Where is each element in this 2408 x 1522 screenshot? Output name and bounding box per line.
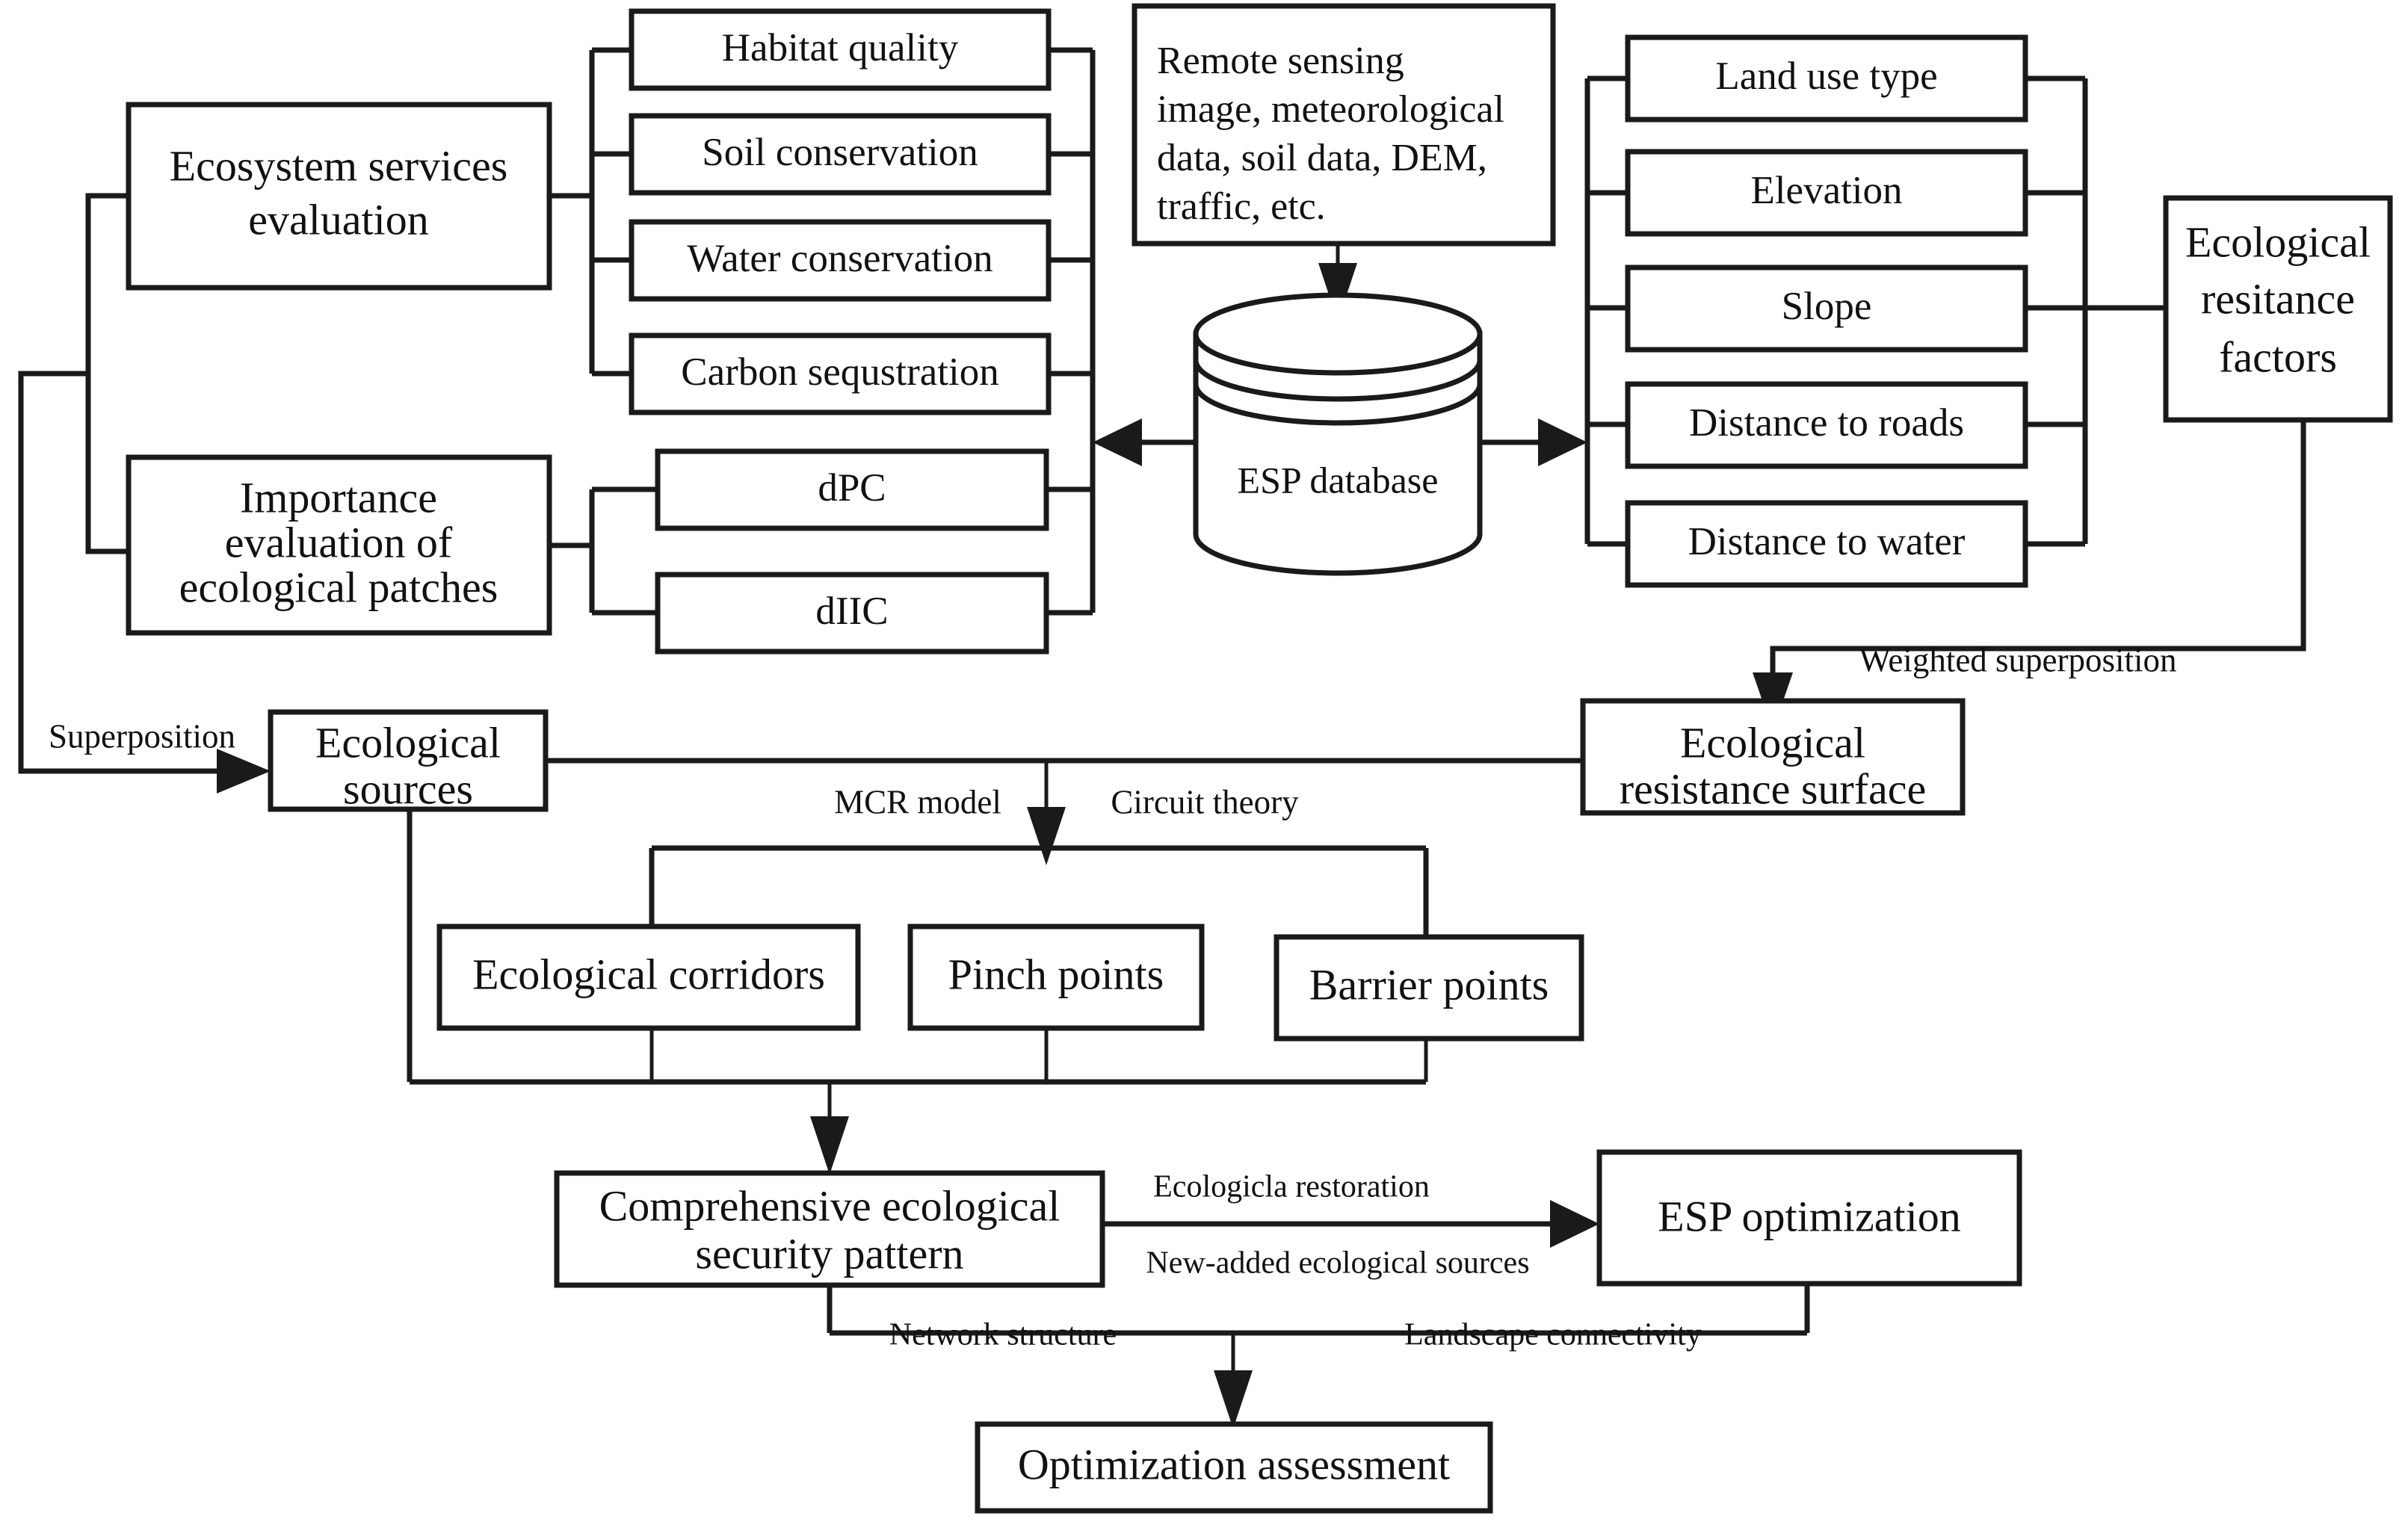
node-esp-database[interactable]: ESP database <box>1193 292 1483 576</box>
node-label-ers-line2: resistance surface <box>1620 764 1927 813</box>
node-remote-sensing-data[interactable]: Remote sensing image, meteorological dat… <box>1132 3 1556 247</box>
node-dpc[interactable]: dPC <box>655 448 1049 531</box>
node-label-pinch-points: Pinch points <box>948 950 1164 998</box>
connector-corridor-legs <box>407 771 1428 1175</box>
connector-sources-resistance-spine <box>546 758 1583 865</box>
node-label-esp-database: ESP database <box>1238 459 1439 501</box>
node-land-use-type[interactable]: Land use type <box>1625 34 2028 123</box>
node-label-ese-line2: evaluation <box>248 195 429 244</box>
node-label-ipe-line2: evaluation of <box>225 518 453 566</box>
node-label-habitat-quality: Habitat quality <box>722 26 959 69</box>
connector-esp-restoration <box>1102 1200 1599 1248</box>
node-label-cesp-line2: security pattern <box>695 1229 963 1278</box>
node-label-barrier-points: Barrier points <box>1309 960 1549 1009</box>
node-label-erf-line1: Ecological <box>2185 217 2371 266</box>
edge-label-superposition: Superposition <box>49 717 235 755</box>
node-ecological-corridors[interactable]: Ecological corridors <box>436 924 861 1031</box>
node-importance-evaluation[interactable]: Importance evaluation of ecological patc… <box>126 454 552 636</box>
node-label-dpc: dPC <box>818 466 886 510</box>
node-label-optimization-assessment: Optimization assessment <box>1018 1440 1450 1488</box>
node-label-cesp-line1: Comprehensive ecological <box>599 1181 1061 1230</box>
connector-corridor-bus <box>649 845 1429 938</box>
node-label-ers-line1: Ecological <box>1680 718 1865 767</box>
node-ecological-sources[interactable]: Ecological sources <box>268 709 549 813</box>
edge-label-landscape-connectivity: Landscape connectivity <box>1404 1318 1702 1352</box>
node-pinch-points[interactable]: Pinch points <box>907 924 1205 1031</box>
edge-label-ecologicla-restoration: Ecologicla restoration <box>1153 1170 1430 1204</box>
node-label-remote-line4: traffic, etc. <box>1157 185 1326 228</box>
node-habitat-quality[interactable]: Habitat quality <box>629 8 1052 91</box>
node-label-es-line2: sources <box>343 764 473 813</box>
connector-left-bus <box>1046 47 1096 616</box>
node-label-erf-line3: factors <box>2219 332 2337 381</box>
connector-db-to-right <box>1480 418 1587 466</box>
node-distance-to-water[interactable]: Distance to water <box>1625 500 2028 588</box>
node-label-remote-line2: image, meteorological <box>1157 88 1504 131</box>
node-distance-to-roads[interactable]: Distance to roads <box>1625 381 2028 469</box>
connector-ese-branch <box>549 47 632 377</box>
node-label-distance-to-water: Distance to water <box>1688 520 1966 563</box>
node-ecological-resistance-surface[interactable]: Ecological resistance surface <box>1580 698 1966 816</box>
node-soil-conservation[interactable]: Soil conservation <box>629 113 1052 196</box>
node-label-elevation: Elevation <box>1750 169 1902 212</box>
node-label-diic: dIIC <box>815 590 888 633</box>
connector-factors-collect <box>2025 75 2166 547</box>
connector-remote-to-db <box>1318 241 1357 321</box>
node-label-es-line1: Ecological <box>315 718 501 767</box>
node-label-ipe-line1: Importance <box>240 473 437 522</box>
connector-left-spine <box>18 193 247 774</box>
node-label-ipe-line3: ecological patches <box>179 563 498 611</box>
node-elevation[interactable]: Elevation <box>1625 149 2028 237</box>
edge-label-network-structure: Network structure <box>889 1318 1117 1352</box>
node-slope[interactable]: Slope <box>1625 265 2028 353</box>
node-comprehensive-esp[interactable]: Comprehensive ecological security patter… <box>554 1170 1105 1288</box>
node-label-remote-line3: data, soil data, DEM, <box>1157 137 1487 179</box>
connector-to-assessment <box>827 1284 1810 1429</box>
node-label-carbon-sequstration: Carbon sequstration <box>681 350 998 394</box>
connector-right-bus <box>1584 75 1628 547</box>
edge-label-new-added-ecological-sources: New-added ecological sources <box>1146 1246 1529 1281</box>
node-label-soil-conservation: Soil conservation <box>702 131 978 174</box>
edge-label-mcr-model: MCR model <box>834 783 1001 820</box>
connector-ipe-branch <box>549 486 658 616</box>
node-water-conservation[interactable]: Water conservation <box>629 219 1052 302</box>
node-label-land-use-type: Land use type <box>1715 55 1937 98</box>
node-carbon-sequstration[interactable]: Carbon sequstration <box>629 332 1052 415</box>
node-ecological-resitance-factors[interactable]: Ecological resitance factors <box>2163 195 2393 423</box>
node-ecosystem-services-evaluation[interactable]: Ecosystem services evaluation <box>126 102 552 291</box>
edge-label-weighted-superposition: Weighted superposition <box>1859 641 2176 678</box>
connector-db-to-left <box>1093 418 1196 466</box>
node-esp-optimization[interactable]: ESP optimization <box>1596 1149 2022 1287</box>
node-label-slope: Slope <box>1782 285 1872 328</box>
node-label-remote-line1: Remote sensing <box>1157 40 1404 82</box>
node-label-esp-optimization: ESP optimization <box>1658 1192 1960 1240</box>
node-label-water-conservation: Water conservation <box>687 237 992 280</box>
node-diic[interactable]: dIIC <box>655 572 1049 655</box>
node-label-erf-line2: resitance <box>2201 274 2355 323</box>
connector-superposition <box>217 749 271 794</box>
node-optimization-assessment[interactable]: Optimization assessment <box>975 1421 1493 1514</box>
node-barrier-points[interactable]: Barrier points <box>1274 934 1584 1042</box>
node-label-ese-line1: Ecosystem services <box>170 141 508 190</box>
node-label-ecological-corridors: Ecological corridors <box>472 950 825 998</box>
node-label-distance-to-roads: Distance to roads <box>1689 401 1964 445</box>
edge-label-circuit-theory: Circuit theory <box>1111 783 1299 820</box>
